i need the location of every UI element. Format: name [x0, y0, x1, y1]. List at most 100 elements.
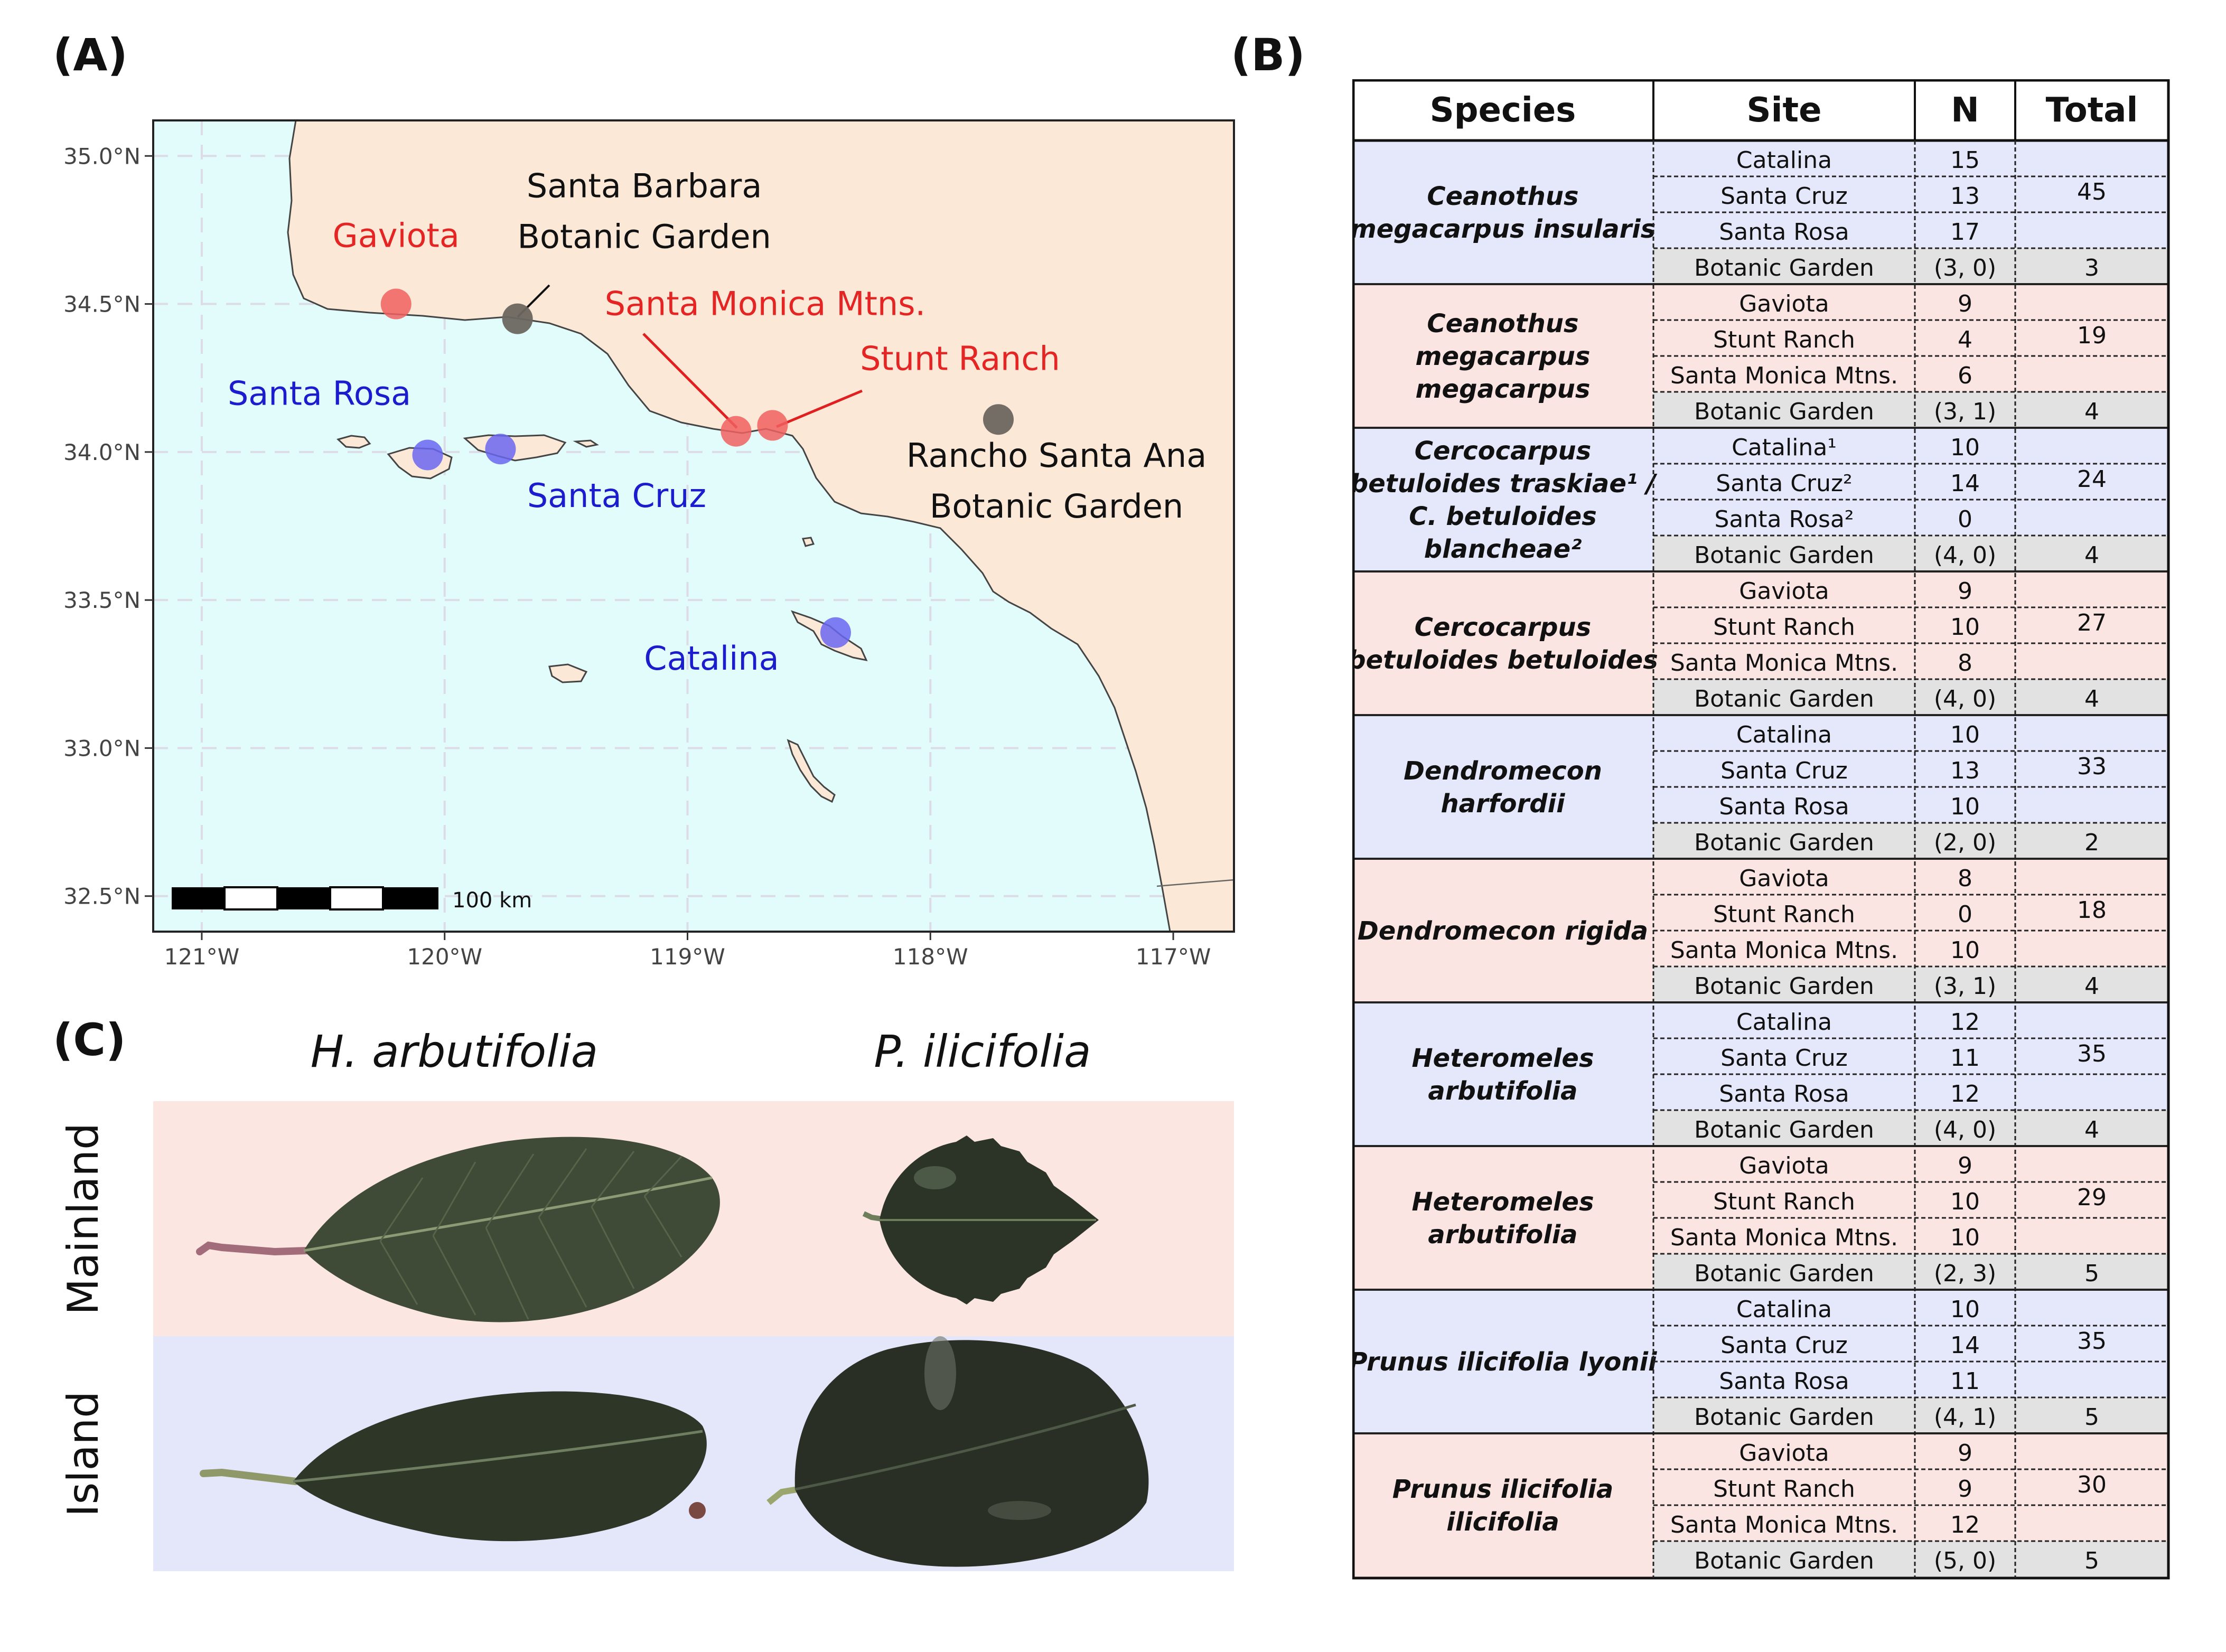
n-cell: 11 [1950, 1368, 1980, 1395]
n-cell: 9 [1958, 578, 1972, 605]
total-cell: 19 [2077, 322, 2107, 349]
row-label-island: Island [59, 1391, 108, 1517]
site-cell: Santa Monica Mtns. [1670, 362, 1898, 389]
lon-tick-label: 117°W [1136, 944, 1211, 970]
table-grid [1352, 79, 2170, 1580]
species-name: blancheae² [1424, 534, 1582, 564]
species-name: Prunus ilicifolia lyonii [1352, 1347, 1657, 1377]
species-name: arbutifolia [1428, 1220, 1577, 1250]
species-name: ilicifolia [1446, 1507, 1559, 1537]
lat-tick-label: 33.5°N [63, 587, 141, 613]
site-cell: Santa Cruz [1720, 1332, 1848, 1359]
lon-tick-label: 119°W [650, 944, 725, 970]
garden-total-cell: 4 [2084, 686, 2099, 712]
total-cell: 18 [2077, 897, 2107, 924]
site-points [380, 288, 1014, 648]
lat-tick-label: 34.5°N [63, 292, 141, 317]
garden-total-cell: 4 [2084, 973, 2099, 1000]
species-name: megacarpus [1416, 374, 1591, 404]
n-cell: 10 [1950, 1296, 1980, 1323]
site-cell: Santa Rosa² [1714, 506, 1854, 533]
site-point-santa-rosa [412, 439, 443, 471]
species-name: harfordii [1441, 789, 1565, 819]
n-cell: (2, 0) [1934, 829, 1996, 856]
callout-stunt-ranch [776, 389, 863, 428]
lon-tick-label: 120°W [407, 944, 482, 970]
n-cell: 8 [1958, 865, 1972, 892]
site-cell: Botanic Garden [1694, 1547, 1874, 1574]
site-label-santa-monica-mtns: Santa Monica Mtns. [605, 285, 926, 323]
n-cell: 10 [1950, 793, 1980, 820]
island-anacapa [573, 439, 599, 448]
site-cell: Catalina [1736, 721, 1832, 748]
species-name: Dendromecon rigida [1358, 916, 1648, 946]
n-cell: (2, 3) [1934, 1260, 1996, 1287]
n-cell: 10 [1950, 1224, 1980, 1251]
map-frame [152, 119, 1235, 933]
site-cell: Santa Monica Mtns. [1670, 1512, 1898, 1538]
table-species-group: Prunus ilicifolia lyonii Catalina 10Santa … [1352, 1289, 2168, 1433]
garden-total-cell: 5 [2084, 1547, 2099, 1574]
site-point-santa-monica-mtns [721, 416, 752, 447]
n-cell: 0 [1958, 901, 1972, 928]
total-cell: 29 [2077, 1184, 2107, 1211]
n-cell: 0 [1958, 506, 1972, 533]
total-cell: 30 [2077, 1471, 2107, 1498]
n-cell: 8 [1958, 650, 1972, 677]
border-line [1156, 879, 1234, 887]
site-cell: Santa Rosa [1719, 1081, 1849, 1107]
site-cell: Santa Monica Mtns. [1670, 937, 1898, 964]
n-cell: 13 [1950, 757, 1980, 784]
site-cell: Botanic Garden [1694, 686, 1874, 712]
n-cell: 11 [1950, 1045, 1980, 1072]
leaf-heteromeles-mainland [196, 1137, 720, 1322]
site-point-gaviota [380, 288, 411, 320]
site-cell: Santa Rosa [1719, 793, 1849, 820]
species-name: Cercocarpus [1415, 436, 1592, 466]
panel-label-a: (A) [53, 29, 128, 81]
total-cell: 35 [2077, 1328, 2107, 1355]
n-cell: 4 [1958, 326, 1972, 353]
header-n: N [1951, 91, 1979, 130]
site-cell: Botanic Garden [1694, 1116, 1874, 1143]
total-cell: 35 [2077, 1040, 2107, 1067]
site-cell: Santa Cruz [1720, 183, 1848, 210]
site-cell: Botanic Garden [1694, 255, 1874, 281]
species-name: Ceanothus [1427, 309, 1578, 339]
site-cell: Gaviota [1739, 1152, 1829, 1179]
n-cell: (4, 0) [1934, 686, 1996, 712]
n-cell: 10 [1950, 937, 1980, 964]
site-cell: Santa Cruz [1720, 1045, 1848, 1072]
site-label-rancho-santa-ana-botanic-garden: Botanic Garden [930, 487, 1183, 525]
site-point-santa-cruz [485, 434, 516, 465]
site-cell: Gaviota [1739, 578, 1829, 605]
site-cell: Catalina [1736, 1296, 1832, 1323]
n-cell: 10 [1950, 721, 1980, 748]
species-name: betuloides betuloides [1352, 645, 1658, 675]
species-name: Ceanothus [1427, 182, 1578, 211]
site-cell: Botanic Garden [1694, 542, 1874, 569]
scale-bar-label: 100 km [452, 888, 532, 913]
n-cell: (3, 1) [1934, 398, 1996, 425]
n-cell: 9 [1958, 1440, 1972, 1467]
site-cell: Santa Cruz² [1716, 470, 1852, 497]
total-cell: 27 [2077, 609, 2107, 636]
n-cell: 13 [1950, 183, 1980, 210]
site-cell: Catalina [1736, 1009, 1832, 1036]
site-cell: Santa Rosa [1719, 219, 1849, 246]
garden-total-cell: 4 [2084, 542, 2099, 569]
species-name: megacarpus insularis [1352, 214, 1656, 244]
n-cell: 10 [1950, 434, 1980, 461]
garden-total-cell: 4 [2084, 398, 2099, 425]
panel-label-c: (C) [53, 1014, 126, 1066]
site-cell: Santa Cruz [1720, 757, 1848, 784]
site-label-santa-barbara-botanic-garden: Santa Barbara [527, 167, 762, 205]
site-cell: Catalina¹ [1732, 434, 1837, 461]
